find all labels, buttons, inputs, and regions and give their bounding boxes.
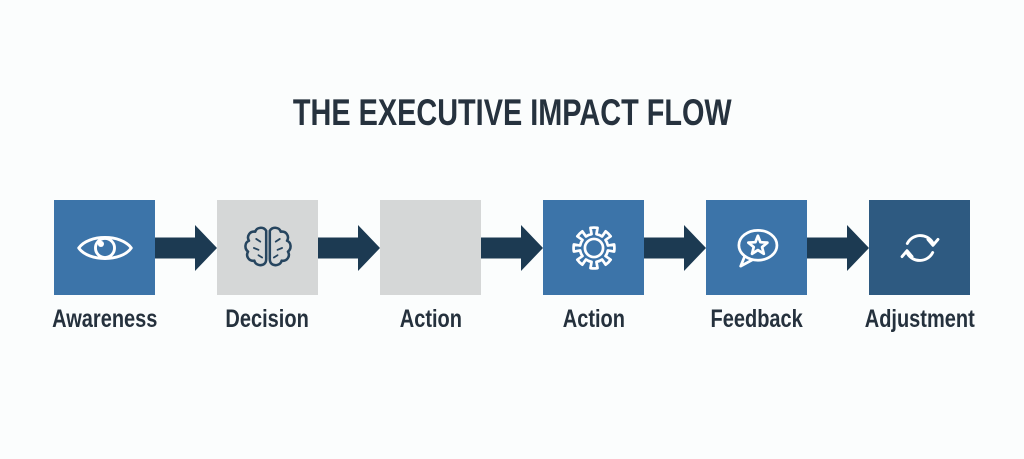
arrow-right-icon <box>318 225 380 271</box>
step-label-text: Action <box>399 305 462 333</box>
refresh-icon <box>891 219 949 277</box>
step-label-text: Awareness <box>51 305 158 333</box>
step-label: Decision <box>215 305 319 334</box>
flow-step: Adjustment <box>865 200 975 334</box>
step-label: Feedback <box>699 305 814 334</box>
flow-connector <box>644 200 706 295</box>
step-box <box>380 200 481 295</box>
flow-step: Action <box>380 200 481 334</box>
diagram-title-text: THE EXECUTIVE IMPACT FLOW <box>292 92 732 133</box>
step-label-text: Adjustment <box>864 305 975 333</box>
flow-step: Action <box>543 200 644 334</box>
flow-step: Awareness <box>52 200 157 334</box>
brain-icon <box>239 219 297 277</box>
step-label-text: Action <box>562 305 625 333</box>
step-label-text: Decision <box>225 305 310 333</box>
eye-icon <box>76 219 134 277</box>
step-label: Adjustment <box>851 305 989 334</box>
gear-icon <box>565 219 623 277</box>
arrow-right-icon <box>155 225 217 271</box>
flow-connector <box>807 200 869 295</box>
flow-connector <box>481 200 543 295</box>
step-box <box>869 200 970 295</box>
step-label: Action <box>555 305 633 334</box>
step-label: Awareness <box>39 305 171 334</box>
step-label-text: Feedback <box>710 305 803 333</box>
flow-connector <box>155 200 217 295</box>
flow-step: Feedback <box>706 200 807 334</box>
flow-row: Awareness Decision Action <box>52 200 975 334</box>
step-box <box>217 200 318 295</box>
step-box <box>543 200 644 295</box>
step-box <box>706 200 807 295</box>
feedback-bubble-icon <box>728 219 786 277</box>
step-box <box>54 200 155 295</box>
diagram-title: THE EXECUTIVE IMPACT FLOW <box>0 92 1024 134</box>
flow-connector <box>318 200 380 295</box>
arrow-right-icon <box>807 225 869 271</box>
arrow-right-icon <box>481 225 543 271</box>
step-label: Action <box>392 305 470 334</box>
flow-step: Decision <box>217 200 318 334</box>
arrow-right-icon <box>644 225 706 271</box>
